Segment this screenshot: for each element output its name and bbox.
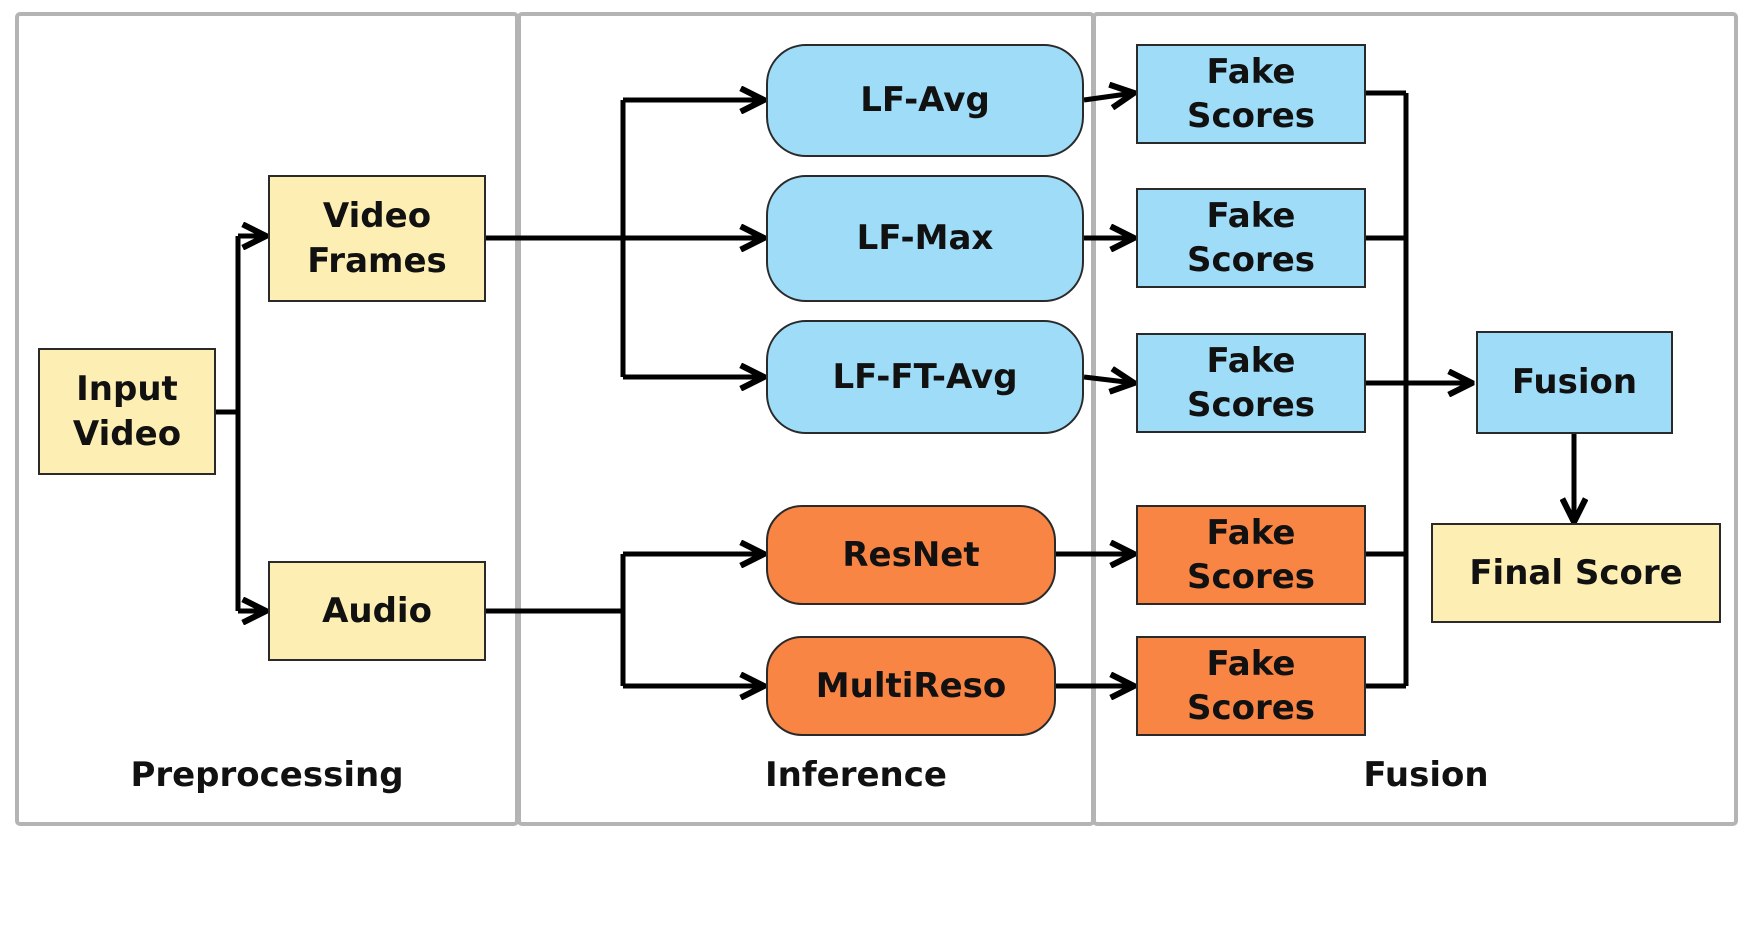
lf-avg-model: LF-Avg bbox=[766, 44, 1084, 157]
arrow-lf-ft-avg-scores bbox=[1083, 377, 1134, 383]
arrow-lf-avg-scores bbox=[1083, 93, 1134, 100]
lf-max-model: LF-Max bbox=[766, 175, 1084, 302]
input-video-box: Input Video bbox=[38, 348, 216, 475]
final-score-box: Final Score bbox=[1431, 523, 1721, 623]
resnet-model: ResNet bbox=[766, 505, 1056, 605]
fake-scores-lf-max: Fake Scores bbox=[1136, 188, 1366, 288]
video-frames-box: Video Frames bbox=[268, 175, 486, 302]
multireso-model: MultiReso bbox=[766, 636, 1056, 736]
fake-scores-lf-avg: Fake Scores bbox=[1136, 44, 1366, 144]
lf-ft-avg-model: LF-FT-Avg bbox=[766, 320, 1084, 434]
preprocessing-label: Preprocessing bbox=[130, 755, 404, 795]
fusion-label: Fusion bbox=[1363, 755, 1489, 795]
fake-scores-resnet: Fake Scores bbox=[1136, 505, 1366, 605]
fake-scores-lf-ft-avg: Fake Scores bbox=[1136, 333, 1366, 433]
audio-box: Audio bbox=[268, 561, 486, 661]
inference-label: Inference bbox=[765, 755, 947, 795]
fusion-box: Fusion bbox=[1476, 331, 1673, 434]
fake-scores-multireso: Fake Scores bbox=[1136, 636, 1366, 736]
